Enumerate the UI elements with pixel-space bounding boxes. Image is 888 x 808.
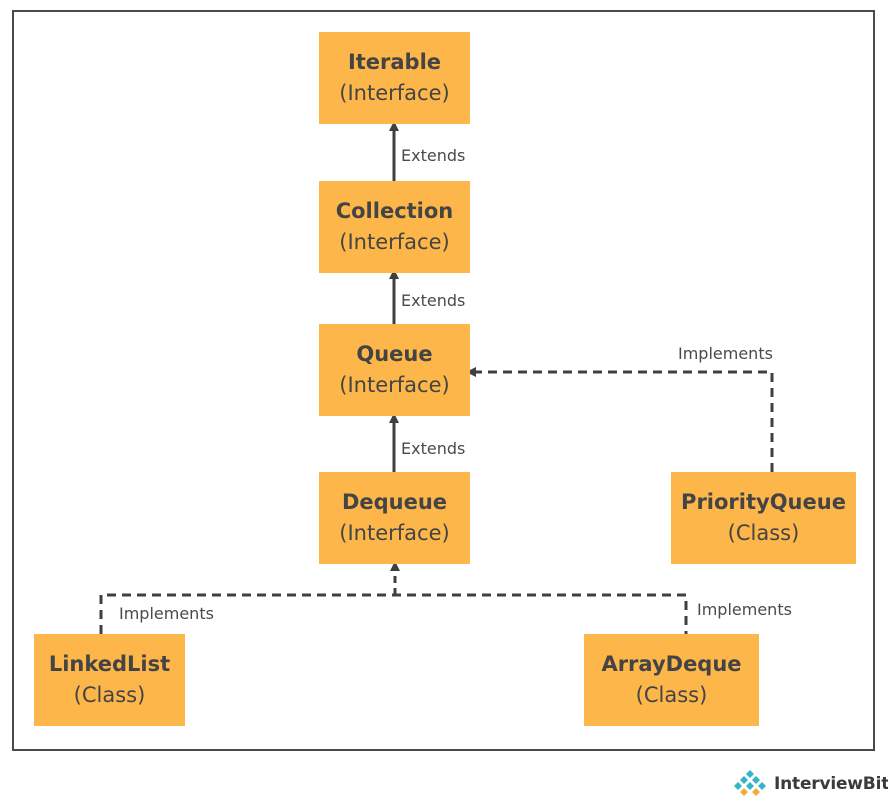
edge-priorityqueue-queue (466, 367, 774, 472)
node-priorityqueue-kind: (Class) (727, 521, 800, 545)
node-dequeue-kind: (Interface) (339, 521, 450, 545)
node-priorityqueue: PriorityQueue (Class) (671, 472, 856, 564)
node-collection-kind: (Interface) (339, 230, 450, 254)
node-arraydeque-kind: (Class) (635, 683, 708, 707)
node-linkedlist: LinkedList (Class) (34, 634, 185, 726)
node-collection: Collection (Interface) (319, 181, 470, 273)
node-arraydeque-name: ArrayDeque (601, 652, 742, 676)
node-dequeue: Dequeue (Interface) (319, 472, 470, 564)
node-dequeue-name: Dequeue (341, 490, 448, 514)
brand-logo: InterviewBit (732, 770, 888, 798)
node-iterable: Iterable (Interface) (319, 32, 470, 124)
node-collection-name: Collection (335, 199, 454, 223)
node-iterable-name: Iterable (347, 50, 442, 74)
brand-name: InterviewBit (774, 774, 888, 794)
node-priorityqueue-name: PriorityQueue (681, 490, 846, 514)
edge-label-implements-linkedlist: Implements (119, 604, 214, 623)
edge-label-extends-iterable: Extends (401, 146, 466, 165)
node-iterable-kind: (Interface) (339, 81, 450, 105)
edge-label-extends-queue: Extends (401, 439, 466, 458)
node-queue-name: Queue (356, 342, 433, 366)
edge-label-implements-priorityqueue: Implements (678, 344, 773, 363)
interviewbit-icon (734, 770, 766, 796)
node-queue: Queue (Interface) (319, 324, 470, 416)
node-linkedlist-name: LinkedList (48, 652, 171, 676)
node-queue-kind: (Interface) (339, 373, 450, 397)
edge-label-extends-collection: Extends (401, 291, 466, 310)
edge-label-implements-arraydeque: Implements (697, 600, 792, 619)
node-arraydeque: ArrayDeque (Class) (584, 634, 759, 726)
node-linkedlist-kind: (Class) (73, 683, 146, 707)
diagram-frame (12, 10, 875, 751)
